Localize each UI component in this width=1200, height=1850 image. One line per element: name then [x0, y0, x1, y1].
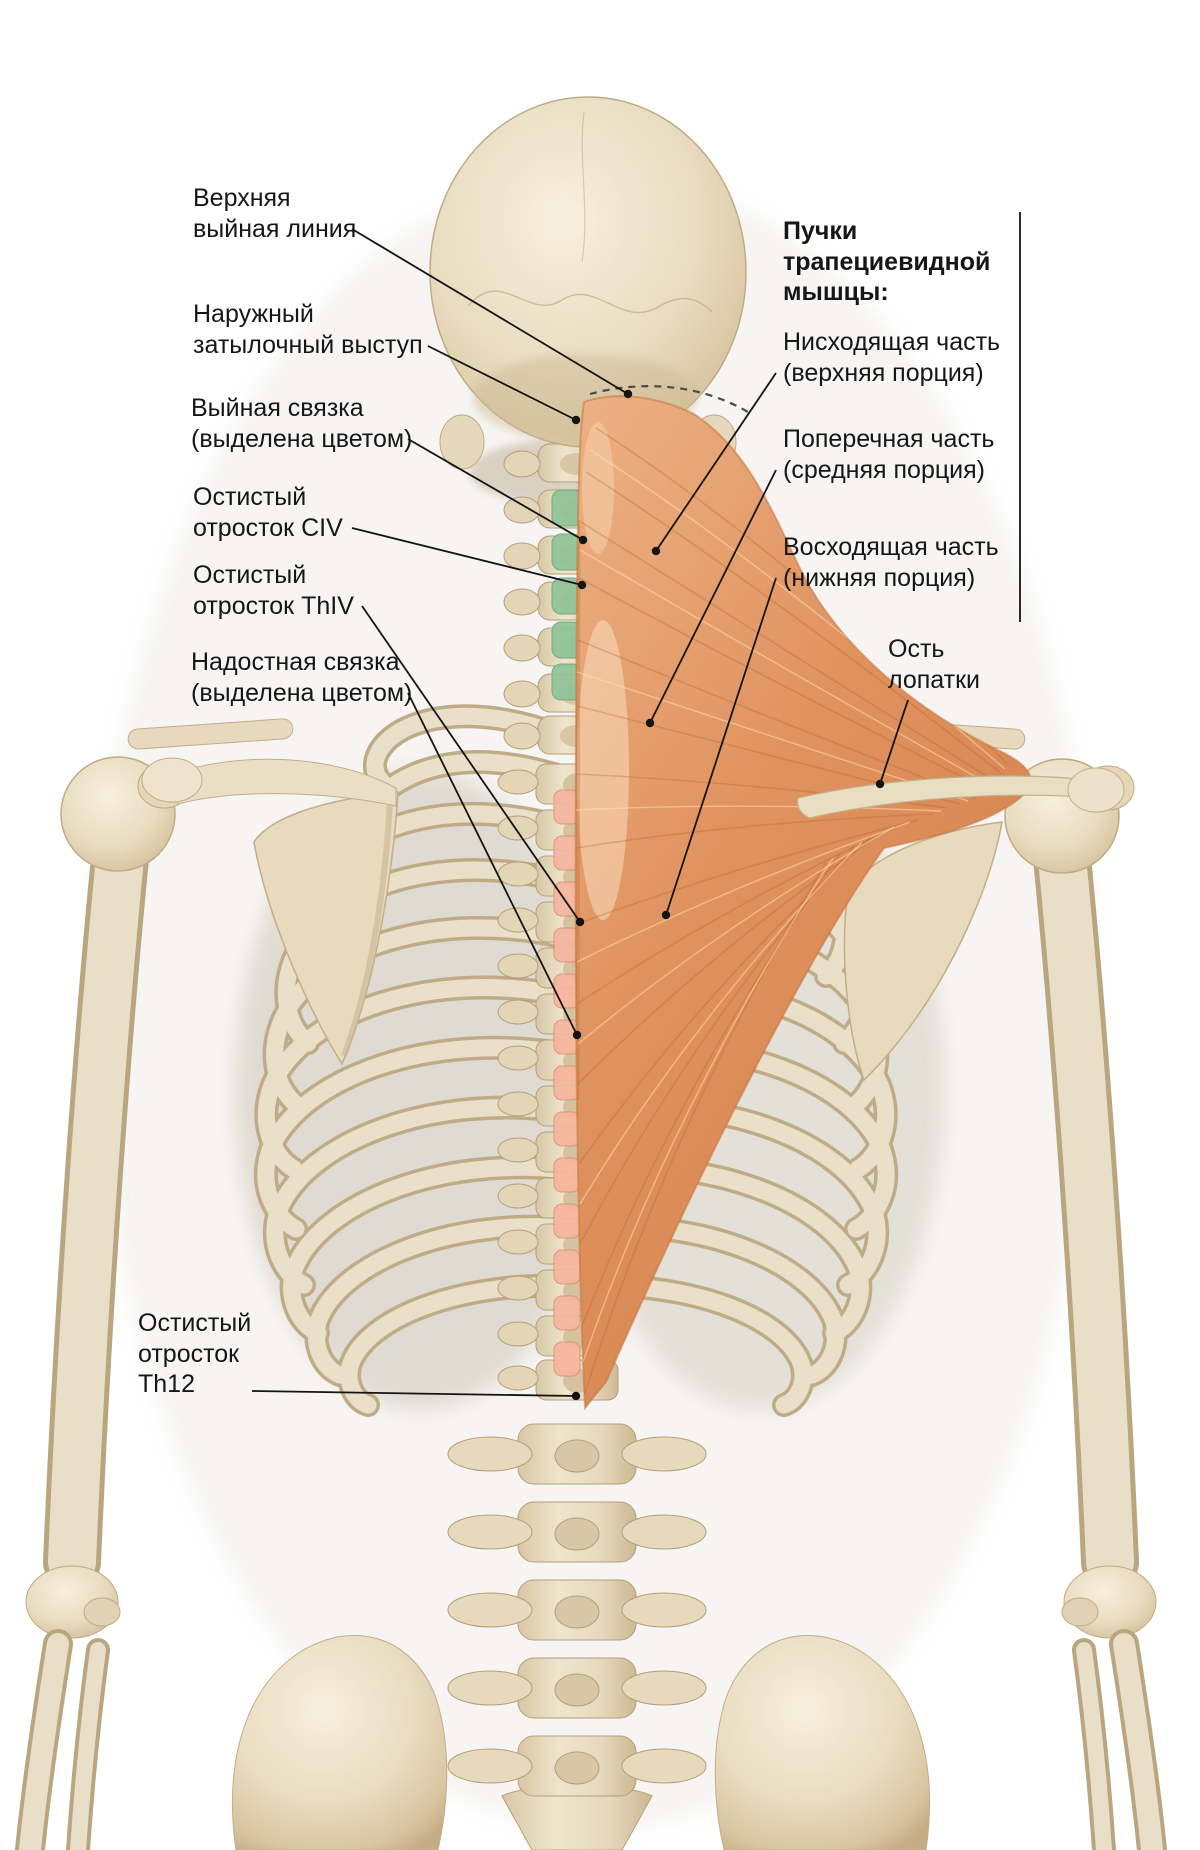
scapula-right-body	[843, 821, 1003, 1082]
muscle-fiber-highlights	[575, 449, 1006, 1363]
mastoid-left	[439, 414, 485, 470]
label-spinous-process-thiv: Остистый отросток ThIV	[193, 561, 354, 620]
scapular-spine-right	[796, 767, 1125, 819]
label-nuchal-ligament: Выйная связка (выделена цветом)	[191, 394, 413, 453]
muscle-sheen	[577, 620, 629, 920]
lambdoid-suture	[467, 290, 713, 314]
label-scapular-spine: Ость лопатки	[888, 635, 981, 694]
sagittal-suture	[581, 111, 586, 263]
pelvis	[231, 1635, 931, 1850]
label-transverse-part: Поперечная часть (средняя порция)	[783, 425, 995, 484]
label-trapezius-bundles-header: Пучки трапециевидной мышцы:	[783, 217, 991, 306]
scapula-left	[141, 757, 399, 1066]
label-supraspinous-ligament: Надостная связка (выделена цветом)	[191, 648, 413, 707]
acromion-left	[141, 757, 203, 803]
label-external-occipital-protuberance: Наружный затылочный выступ	[193, 300, 423, 359]
label-spinous-process-civ: Остистый отросток CIV	[193, 483, 343, 542]
label-spinous-process-th12: Остистый отросток Th12	[138, 1309, 252, 1398]
clavicle-left	[127, 718, 294, 750]
label-descending-part: Нисходящая часть (верхняя порция)	[783, 328, 1001, 387]
acromion-right	[1067, 767, 1125, 813]
leader-lines	[251, 212, 1021, 1397]
label-ascending-part: Восходящая часть (нижняя порция)	[783, 533, 999, 592]
leader-dots	[571, 389, 885, 1401]
nuchal-line-dashed-attachment	[589, 385, 749, 413]
label-superior-nuchal-line: Верхняя выйная линия	[193, 184, 357, 243]
trapezius-muscle	[574, 395, 1032, 1409]
